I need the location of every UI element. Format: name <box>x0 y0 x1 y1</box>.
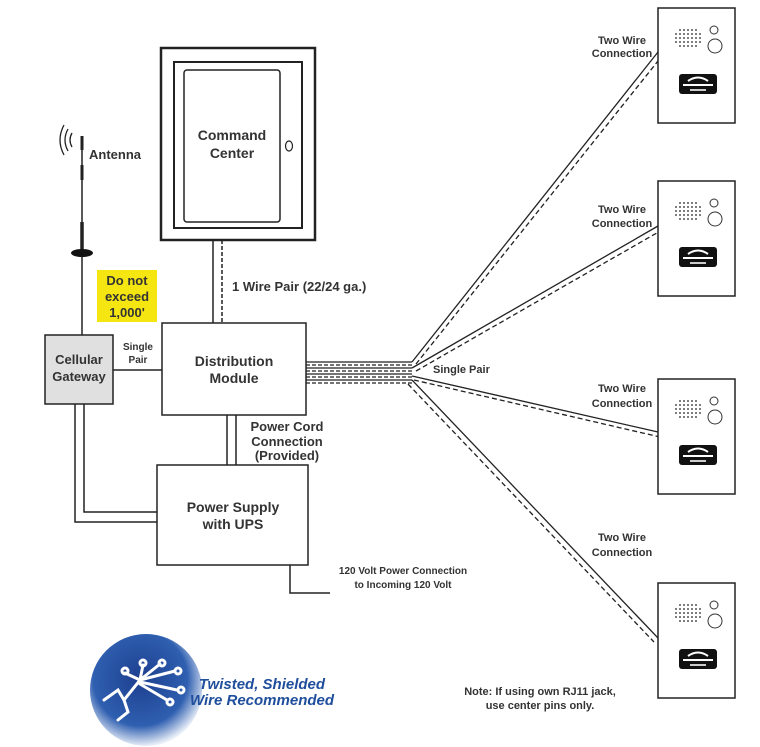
phone-2-label: Two Wire <box>598 204 646 216</box>
phone-3-label: Two Wire <box>598 383 646 395</box>
logo-text: Twisted, Shielded <box>199 676 326 693</box>
cellular-gateway: Cellular Gateway <box>44 334 114 405</box>
power-supply: Power Supply with UPS <box>156 464 309 566</box>
svg-text:to Incoming 120 Volt: to Incoming 120 Volt <box>354 580 452 591</box>
power-cord-label: Power Cord <box>251 419 324 434</box>
svg-text:Connection: Connection <box>592 547 653 559</box>
gateway-link-label: Single <box>123 342 153 353</box>
command-center-label-2: Center <box>210 145 255 161</box>
emergency-phone-3 <box>657 378 736 495</box>
wire-pair-label: 1 Wire Pair (22/24 ga.) <box>232 279 366 294</box>
svg-text:exceed: exceed <box>105 289 149 304</box>
door-handle-icon <box>284 140 294 152</box>
svg-text:Module: Module <box>210 370 259 386</box>
distance-warning: Do not exceed 1,000' <box>97 270 157 322</box>
emergency-phone-4 <box>657 582 736 699</box>
svg-text:Wire Recommended: Wire Recommended <box>190 692 335 709</box>
emergency-phone-1 <box>657 7 736 124</box>
phone-4-label: Two Wire <box>598 532 646 544</box>
svg-text:(Provided): (Provided) <box>255 448 319 463</box>
svg-text:Cellular: Cellular <box>55 352 103 367</box>
svg-text:Connection: Connection <box>592 398 653 410</box>
svg-text:with UPS: with UPS <box>202 516 264 532</box>
note-text: Note: If using own RJ11 jack, <box>464 686 616 698</box>
svg-text:Connection: Connection <box>251 434 323 449</box>
svg-text:1,000': 1,000' <box>109 305 145 320</box>
command-center: Command Center <box>159 46 317 242</box>
svg-text:Pair: Pair <box>129 355 148 366</box>
svg-text:Gateway: Gateway <box>52 369 106 384</box>
twisted-wire-logo-icon <box>90 634 202 746</box>
emergency-phone-2 <box>657 180 736 297</box>
antenna-label: Antenna <box>89 147 142 162</box>
svg-text:Distribution: Distribution <box>195 353 274 369</box>
distribution-module: Distribution Module <box>161 322 307 416</box>
svg-text:Do not: Do not <box>106 273 148 288</box>
wire-bundle <box>306 51 663 643</box>
svg-text:Connection: Connection <box>592 48 653 60</box>
svg-text:Connection: Connection <box>592 218 653 230</box>
phone-1-label: Two Wire <box>598 35 646 47</box>
svg-text:Power Supply: Power Supply <box>187 499 280 515</box>
svg-text:use center pins only.: use center pins only. <box>486 700 595 712</box>
power-connection-label: 120 Volt Power Connection <box>339 566 467 577</box>
antenna-icon <box>59 124 93 335</box>
single-pair-label: Single Pair <box>433 364 491 376</box>
command-center-label: Command <box>198 127 266 143</box>
